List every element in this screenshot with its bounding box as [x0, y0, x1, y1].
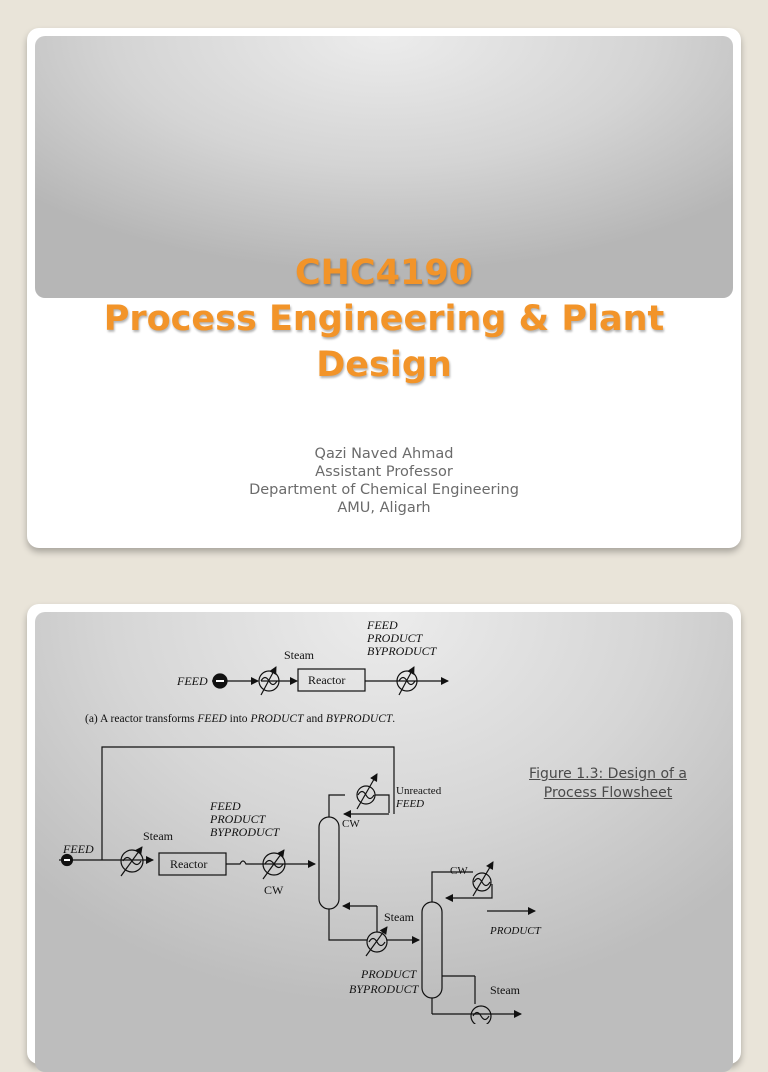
diagram-a-caption-part: and	[303, 713, 325, 725]
diagram-b-cw-label: CW	[264, 883, 284, 897]
author-name: Qazi Naved Ahmad	[314, 446, 454, 462]
diagram-a-outlet-byproduct-label: BYPRODUCT	[367, 644, 438, 658]
flowsheet-slide-background	[35, 612, 733, 1072]
author-position: Assistant Professor	[315, 464, 453, 480]
diagram-b	[59, 746, 536, 1024]
author-department: Department of Chemical Engineering	[249, 482, 519, 498]
author-institution: AMU, Aligarh	[337, 500, 431, 516]
distillation-column-2	[421, 901, 443, 999]
diagram-a-caption-part: BYPRODUCT	[326, 713, 394, 725]
distillation-column-1	[318, 816, 340, 910]
title-line-course-name: Process Engineering & Plant	[103, 299, 665, 339]
title-line-course-name-cont: Design	[316, 345, 452, 385]
title-line-course-code: CHC4190	[294, 253, 474, 293]
diagram-b-steam-col2-label: Steam	[490, 983, 521, 997]
diagram-a	[212, 666, 449, 696]
heat-exchanger-icon	[258, 666, 280, 696]
title-slide: CHC4190 Process Engineering & Plant Desi…	[27, 28, 741, 548]
diagram-a-feed-label: FEED	[176, 674, 208, 688]
reboiler-icon	[470, 1005, 492, 1024]
figure-caption-line: Process Flowsheet	[543, 785, 673, 801]
diagram-b-product-label: PRODUCT	[489, 925, 542, 937]
diagram-a-reactor-label: Reactor	[308, 673, 345, 687]
figure-caption-line: Figure 1.3: Design of a	[529, 766, 687, 782]
figure-caption: Figure 1.3: Design of a Process Flowshee…	[513, 765, 703, 803]
heat-exchanger-icon	[120, 846, 144, 877]
diagram-b-cw-col2-label: CW	[450, 865, 468, 877]
diagram-a-caption-part: PRODUCT	[249, 713, 305, 725]
diagram-a-caption-part: (a) A reactor transforms	[85, 713, 197, 725]
author-block: Qazi Naved Ahmad Assistant Professor Dep…	[27, 445, 741, 517]
diagram-b-unreacted-feed-label: FEED	[395, 798, 424, 810]
process-flowsheet-diagram: FEED Steam Reactor FEED PRODUCT BYPRODUC…	[59, 618, 542, 1024]
diagram-a-caption-part: FEED	[196, 713, 227, 725]
diagram-b-reactor-out-product: PRODUCT	[209, 812, 267, 826]
diagram-b-bottoms-product: PRODUCT	[360, 967, 418, 981]
diagram-a-caption: (a) A reactor transforms FEED into PRODU…	[85, 713, 395, 725]
reactor-a-box	[297, 668, 366, 692]
diagram-b-reactor-out-feed: FEED	[209, 799, 241, 813]
title-header-background	[35, 36, 733, 298]
diagram-a-caption-part: .	[392, 713, 395, 725]
diagram-b-cw-top-label: CW	[342, 818, 360, 830]
condenser-icon	[472, 861, 494, 897]
diagram-b-feed-label: FEED	[62, 842, 94, 856]
flowsheet-slide: FEED Steam Reactor FEED PRODUCT BYPRODUC…	[27, 604, 741, 1072]
condenser-icon	[356, 773, 378, 810]
heat-exchanger-icon	[262, 849, 286, 880]
diagram-a-outlet-product-label: PRODUCT	[366, 631, 424, 645]
diagram-a-steam-label: Steam	[284, 648, 315, 662]
diagram-a-caption-part: into	[227, 713, 251, 725]
heat-exchanger-icon	[396, 666, 418, 696]
diagram-b-reactor-out-byproduct: BYPRODUCT	[210, 825, 281, 839]
diagram-a-outlet-feed-label: FEED	[366, 618, 398, 632]
diagram-b-unreacted-label: Unreacted	[396, 785, 442, 797]
diagram-b-steam-label: Steam	[143, 829, 174, 843]
diagram-b-steam-col1-label: Steam	[384, 910, 415, 924]
diagram-b-reactor-label: Reactor	[170, 857, 207, 871]
slide-title: CHC4190 Process Engineering & Plant Desi…	[27, 250, 741, 388]
diagram-b-bottoms-byproduct: BYPRODUCT	[349, 982, 420, 996]
